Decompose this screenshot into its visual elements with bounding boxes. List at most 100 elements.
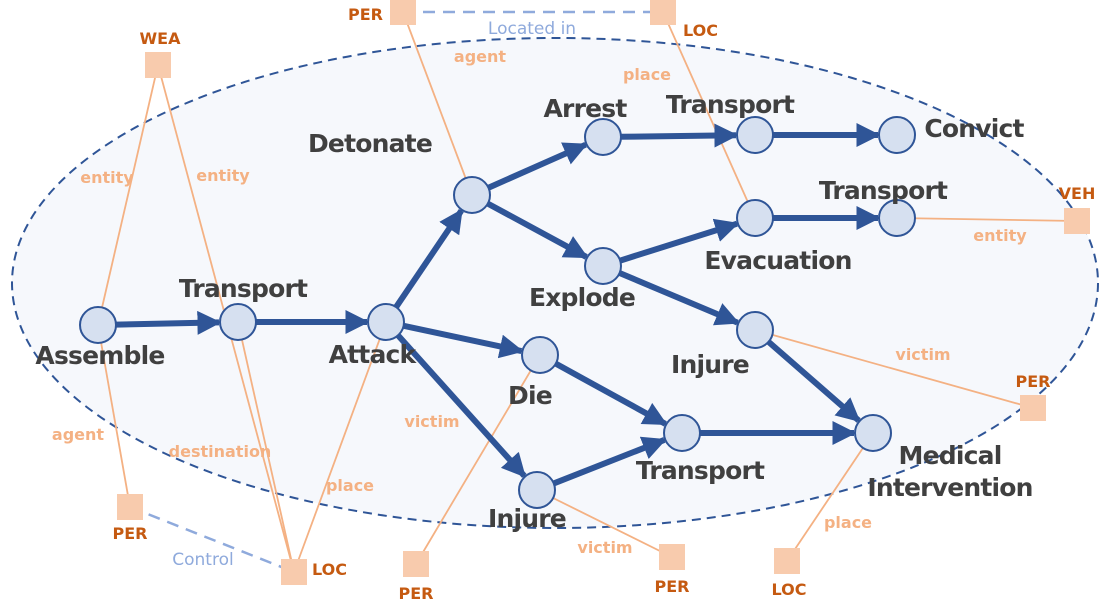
argument-loc_bottom[interactable]: LOC [772, 548, 807, 599]
argument-box[interactable] [390, 0, 416, 25]
argument-box[interactable] [281, 559, 307, 585]
event-label: Transport [666, 90, 795, 119]
role-line-destination [237, 321, 295, 573]
role-label-place: place [326, 476, 374, 495]
role-label-victim: victim [895, 345, 950, 364]
event-edge-attack-to-detonate [393, 208, 464, 309]
role-label-entity: entity [80, 168, 134, 187]
argument-box[interactable] [774, 548, 800, 574]
event-node-circle[interactable] [521, 336, 559, 374]
argument-box[interactable] [403, 551, 429, 577]
event-scope-ellipse [11, 37, 1099, 529]
argument-per_right[interactable]: PER [1016, 372, 1051, 421]
event-node-convict[interactable]: Convict [878, 114, 1025, 154]
role-label-victim: victim [577, 538, 632, 557]
argument-box[interactable] [650, 0, 676, 25]
event-label: Detonate [308, 129, 432, 158]
argument-box[interactable] [117, 494, 143, 520]
argument-type-label: PER [655, 577, 690, 596]
event-label: Assemble [35, 341, 164, 370]
event-node-circle[interactable] [584, 118, 622, 156]
event-node-arrest[interactable]: Arrest [544, 94, 628, 156]
event-node-transport_mid[interactable]: Transport [636, 414, 766, 485]
argument-type-label: PER [1016, 372, 1051, 391]
event-node-circle[interactable] [453, 176, 491, 214]
argument-type-label: LOC [683, 21, 718, 40]
relation-label: Located in [488, 19, 576, 39]
event-node-circle[interactable] [79, 306, 117, 344]
argument-per_top[interactable]: PER [348, 0, 416, 25]
role-line-agent [97, 324, 131, 508]
event-edge-arrest-to-transport_top [620, 123, 739, 148]
event-node-circle[interactable] [736, 116, 774, 154]
event-node-explode[interactable]: Explode [529, 247, 636, 312]
role-line-victim [754, 329, 1034, 409]
event-label: Convict [924, 114, 1024, 143]
argument-box[interactable] [1020, 395, 1046, 421]
event-node-circle[interactable] [878, 116, 916, 154]
event-label: Attack [329, 340, 418, 369]
argument-type-label: WEA [140, 29, 182, 48]
event-node-circle[interactable] [219, 303, 257, 341]
argument-box[interactable] [145, 52, 171, 78]
event-edge-explode-to-injure1 [618, 270, 740, 326]
role-line-place [786, 432, 874, 562]
event-label: Evacuation [704, 246, 851, 275]
role-line-place [293, 321, 387, 573]
event-label: Transport [819, 176, 948, 205]
event-node-circle[interactable] [878, 199, 916, 237]
event-label: Transport [636, 456, 765, 485]
role-label-agent: agent [454, 47, 506, 66]
event-node-transport_top[interactable]: Transport [666, 90, 796, 154]
event-node-transport_right[interactable]: Transport [819, 176, 949, 237]
argument-per_bottom[interactable]: PER [399, 551, 434, 603]
event-label: Injure [671, 350, 749, 379]
argument-per_left[interactable]: PER [113, 494, 148, 543]
event-node-circle[interactable] [663, 414, 701, 452]
event-node-injure1[interactable]: Injure [671, 311, 774, 379]
event-node-circle[interactable] [518, 471, 556, 509]
event-label: Explode [529, 283, 635, 312]
event-node-assemble[interactable]: Assemble [35, 306, 165, 370]
argument-box[interactable] [659, 544, 685, 570]
argument-loc_top[interactable]: LOC [650, 0, 718, 40]
event-edge-assemble-to-transport1 [115, 310, 222, 335]
event-label: Transport [179, 274, 308, 303]
role-label-entity: entity [973, 226, 1027, 245]
event-node-circle[interactable] [854, 414, 892, 452]
argument-wea[interactable]: WEA [140, 29, 182, 78]
argument-loc_left[interactable]: LOC [281, 559, 347, 585]
argument-veh[interactable]: VEH [1059, 184, 1096, 234]
event-node-evacuation[interactable]: Evacuation [704, 199, 852, 275]
argument-type-label: LOC [772, 580, 807, 599]
event-node-detonate[interactable]: Detonate [308, 129, 491, 214]
argument-type-label: LOC [312, 560, 347, 579]
event-edge-detonate-to-arrest [487, 141, 588, 191]
event-node-circle[interactable] [584, 247, 622, 285]
argument-per_bottom2[interactable]: PER [655, 544, 690, 596]
role-label-agent: agent [52, 425, 104, 444]
event-edge-explode-to-evacuation [619, 218, 740, 264]
relation-line-control [129, 505, 295, 574]
role-label-victim: victim [404, 412, 459, 431]
event-node-die[interactable]: Die [508, 336, 559, 410]
role-line-entity [896, 217, 1078, 222]
event-label: Die [508, 381, 552, 410]
role-label-place: place [623, 65, 671, 84]
event-node-circle[interactable] [736, 199, 774, 237]
role-line-victim [536, 489, 673, 558]
event-node-attack[interactable]: Attack [329, 303, 418, 369]
role-label-place: place [824, 513, 872, 532]
event-edge-die-to-transport_mid [554, 361, 668, 427]
event-node-injure2[interactable]: Injure [488, 471, 567, 533]
event-node-transport1[interactable]: Transport [179, 274, 309, 341]
argument-type-label: PER [348, 5, 383, 24]
event-edge-injure2-to-transport_mid [552, 436, 667, 487]
event-edge-detonate-to-explode [486, 200, 589, 260]
event-node-circle[interactable] [736, 311, 774, 349]
argument-box[interactable] [1064, 208, 1090, 234]
event-edge-injure1-to-medical [766, 339, 861, 423]
event-node-circle[interactable] [367, 303, 405, 341]
